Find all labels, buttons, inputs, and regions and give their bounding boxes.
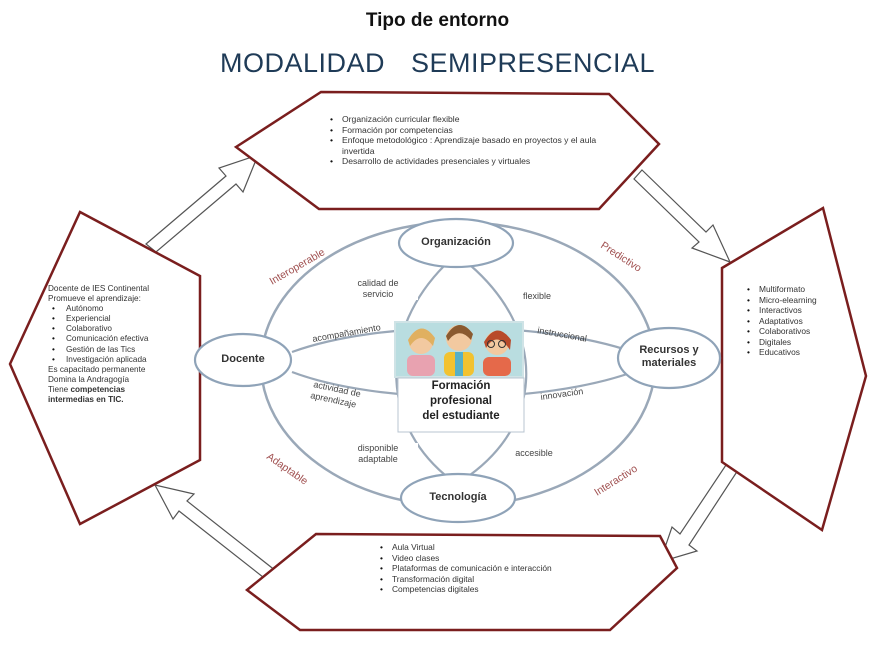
students-illustration: [394, 321, 524, 378]
node-tecnologia: [399, 472, 517, 524]
label-interactivo: Interactivo: [592, 463, 640, 499]
arrow-top-left: [145, 154, 260, 253]
right-box: [720, 206, 868, 533]
left-box-content: Docente de IES Continental Promueve el a…: [48, 284, 198, 405]
node-label-recursos-2: materiales: [641, 357, 697, 369]
label-acompanamiento: acompañamiento: [312, 322, 382, 344]
left-outro-3a: Tiene: [48, 384, 71, 394]
list-item: Desarrollo de actividades presenciales y…: [330, 156, 608, 167]
list-item: Transformación digital: [380, 574, 638, 585]
left-outro-2: Domina la Andragogía: [48, 374, 130, 384]
arrow-bottom-left: [153, 484, 277, 582]
page-subtitle: MODALIDAD SEMIPRESENCIAL: [219, 48, 656, 78]
center-line-3: del estudiante: [422, 410, 500, 422]
list-item: Educativos: [747, 347, 865, 358]
left-outro-1: Es capacitado permanente: [48, 364, 146, 374]
node-label-recursos-1: Recursos y: [639, 344, 699, 356]
arrow-bottom-right: [659, 458, 741, 563]
node-recursos: [616, 326, 722, 390]
label-calidad-1: calidad de: [357, 278, 399, 288]
label-flexible: flexible: [512, 291, 562, 302]
list-item: Video clases: [380, 553, 638, 564]
center-label: Formación profesional del estudiante: [398, 379, 524, 424]
node-label-organizacion: Organización: [421, 236, 491, 248]
top-box-content: Organización curricular flexible Formaci…: [328, 114, 608, 167]
page-title: Tipo de entorno: [365, 10, 510, 31]
label-disponible: disponible adaptable: [338, 443, 418, 465]
list-item: Adaptativos: [747, 316, 865, 327]
left-intro-2: Promueve el aprendizaje:: [48, 294, 141, 304]
center-line-1: Formación: [431, 380, 491, 392]
list-item: Experiencial: [52, 314, 198, 324]
list-item: Digitales: [747, 337, 865, 348]
curve-org-tec-right: [469, 264, 528, 476]
left-outro-4: intermedias en TIC.: [48, 395, 124, 405]
list-item: Multiformato: [747, 284, 865, 295]
center-box: [397, 377, 525, 433]
list-item: Enfoque metodológico : Aprendizaje basad…: [330, 135, 608, 156]
list-item: Plataformas de comunicación e interacció…: [380, 563, 638, 574]
list-item: Investigación aplicada: [52, 355, 198, 365]
label-innovacion: innovación: [540, 386, 584, 402]
node-label-docente: Docente: [221, 353, 265, 365]
node-label-tecnologia: Tecnología: [429, 491, 487, 503]
list-item: Formación por competencias: [330, 125, 608, 136]
node-organizacion: [397, 217, 515, 269]
label-calidad: calidad de servicio: [338, 278, 418, 300]
left-intro-1: Docente de IES Continental: [48, 284, 150, 293]
left-outro-3b: competencias: [70, 384, 126, 394]
list-item: Autónomo: [52, 304, 198, 314]
list-item: Organización curricular flexible: [330, 114, 608, 125]
list-item: Competencias digitales: [380, 584, 638, 595]
bottom-box-content: Aula Virtual Video clases Plataformas de…: [378, 542, 638, 595]
label-accesible: accesible: [504, 448, 564, 459]
label-disponible-1: disponible: [357, 443, 399, 453]
label-disponible-2: adaptable: [358, 454, 398, 464]
label-adaptable: Adaptable: [264, 451, 310, 488]
list-item: Gestión de las Tics: [52, 345, 198, 355]
right-box-content: Multiformato Micro-elearning Interactivo…: [745, 284, 865, 358]
list-item: Colaborativos: [747, 326, 865, 337]
list-item: Comunicación efectiva: [52, 334, 198, 344]
list-item: Interactivos: [747, 305, 865, 316]
list-item: Aula Virtual: [380, 542, 638, 553]
center-line-2: profesional: [430, 395, 492, 407]
left-outro-3: Tiene competencias: [48, 385, 198, 395]
node-label-recursos: Recursos y materiales: [620, 344, 718, 370]
list-item: Colaborativo: [52, 324, 198, 334]
arrow-top-right: [633, 169, 732, 264]
list-item: Micro-elearning: [747, 295, 865, 306]
label-calidad-2: servicio: [362, 289, 394, 299]
label-instruccional: instruccional: [537, 325, 588, 344]
